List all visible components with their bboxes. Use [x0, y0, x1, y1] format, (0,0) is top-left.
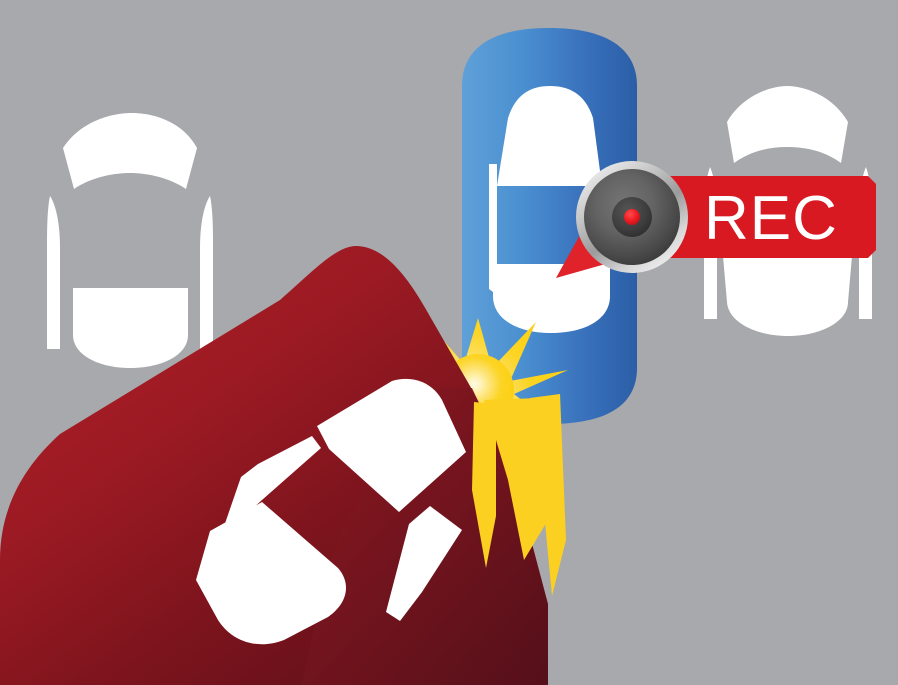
- collision-burst-foreground-rays: [472, 394, 566, 596]
- car-right-rear: [723, 256, 852, 336]
- dashcam-lens[interactable]: [576, 161, 688, 273]
- car-left-side-left: [47, 196, 60, 349]
- red-car-trim-lower: [386, 506, 462, 621]
- rec-banner: [640, 176, 876, 258]
- car-left-rear: [73, 288, 188, 368]
- blue-car-left-trim: [489, 164, 497, 295]
- rec-label: REC: [704, 184, 838, 253]
- red-car-windshield: [317, 378, 466, 512]
- car-left-side-right: [200, 196, 213, 349]
- burst-ray-down-far-right: [530, 394, 566, 596]
- vehicle-blue-car: [462, 28, 637, 424]
- record-dot-icon: [624, 209, 640, 225]
- burst-ray-down: [472, 402, 496, 568]
- vehicle-parked-car-left: [47, 113, 213, 368]
- blue-car-rear-window: [493, 264, 610, 333]
- red-car-rear-window: [196, 502, 347, 645]
- car-left-roof: [63, 113, 197, 189]
- blue-car-windshield: [497, 86, 602, 186]
- car-right-roof: [727, 86, 848, 163]
- burst-ray-down-right: [484, 398, 548, 560]
